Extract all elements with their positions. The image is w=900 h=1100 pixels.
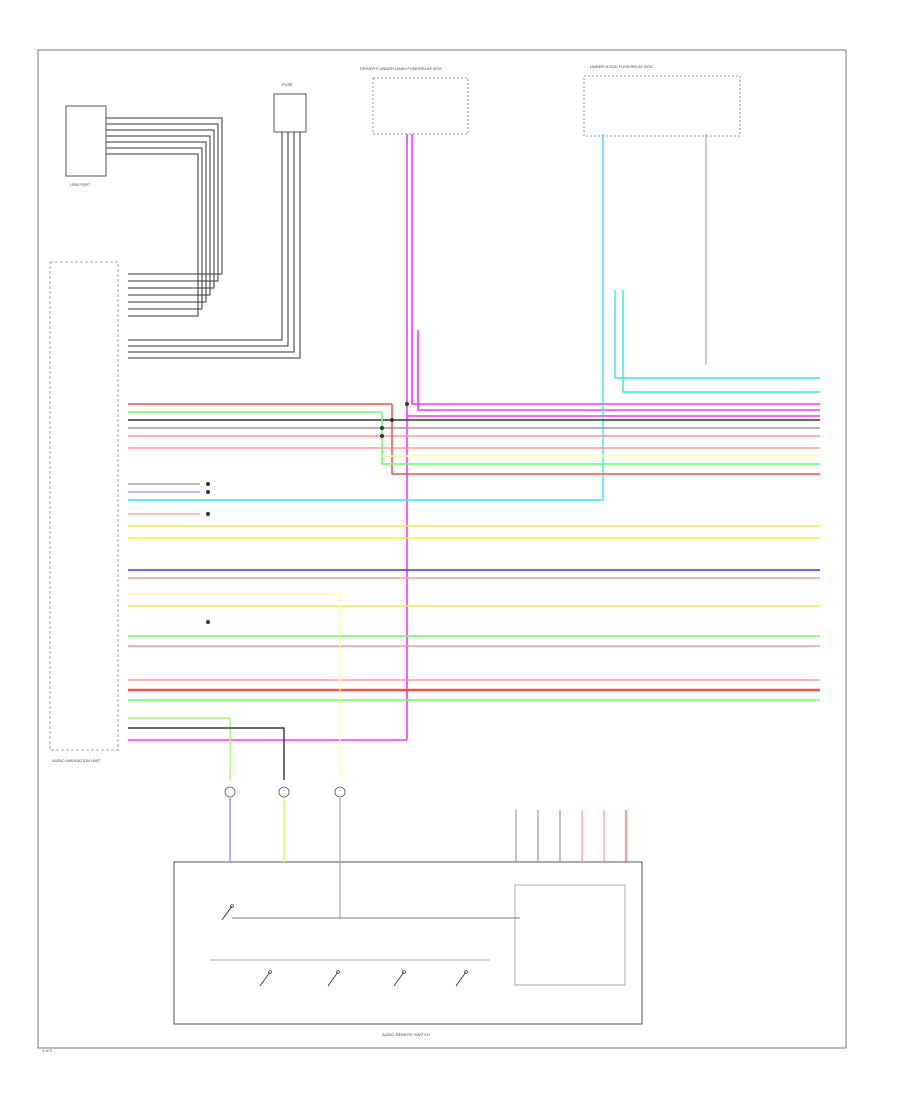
pink-rail	[417, 330, 820, 411]
switch-contact	[221, 905, 233, 921]
connector	[278, 786, 290, 798]
usb-wire	[106, 135, 211, 296]
fuse-box	[273, 93, 307, 133]
fuse-wire	[128, 132, 289, 347]
remote-wire	[128, 727, 285, 780]
usb-wire	[106, 147, 203, 310]
switch-contact	[327, 971, 339, 987]
usb-wire	[106, 117, 223, 275]
junction-dot	[380, 426, 384, 430]
wires	[106, 117, 820, 961]
signal-wire	[391, 404, 820, 475]
fuse-wire	[128, 132, 283, 341]
usb-wire	[106, 129, 215, 289]
junction-dot	[380, 434, 384, 438]
switches	[221, 904, 468, 987]
fuse-wire	[128, 132, 295, 353]
underhood-fuse-box	[583, 75, 741, 137]
connector	[334, 786, 346, 798]
switch-terminal	[402, 970, 406, 974]
cyan-wire	[614, 290, 820, 379]
switch-terminal	[230, 904, 234, 908]
driver-fuse-label: DRIVER'S UNDER-DASH FUSE/RELAY BOX	[360, 66, 442, 71]
junction-dot	[390, 418, 394, 422]
usb-port-label: USB PORT	[70, 182, 91, 187]
ground-dot	[206, 490, 210, 494]
fuse-wire	[128, 132, 301, 359]
remote-switch-label: AUDIO REMOTE SWITCH	[382, 1032, 430, 1037]
usb-port-box	[65, 105, 107, 177]
usb-wire	[106, 141, 207, 303]
page-border	[37, 49, 847, 1049]
switch-contact	[259, 971, 271, 987]
switch-contact	[393, 971, 405, 987]
remote-switch-frame	[173, 861, 643, 1025]
usb-wire	[106, 123, 219, 282]
ground-dot	[206, 620, 210, 624]
audio-unit-frame	[49, 261, 119, 751]
junction-dot	[405, 402, 409, 406]
ground-dot	[206, 512, 210, 516]
underhood-fuse-label: UNDER-HOOD FUSE/RELAY BOX	[590, 64, 653, 69]
driver-fuse-box	[372, 77, 469, 135]
remote-wire	[128, 717, 231, 780]
usb-wire	[106, 153, 199, 317]
cyan-wire	[622, 290, 820, 393]
connector	[224, 786, 236, 798]
pink-rail	[411, 400, 820, 405]
fuse-label: FUSE	[282, 82, 293, 87]
audio-unit-label: AUDIO NAVIGATION UNIT	[52, 758, 101, 763]
switch-terminal	[336, 970, 340, 974]
page-id: 1 of 2	[42, 1048, 53, 1053]
switch-terminal	[464, 970, 468, 974]
switch-terminal	[268, 970, 272, 974]
ground-dot	[206, 482, 210, 486]
switch-contact	[455, 971, 467, 987]
remote-switch-inner	[514, 884, 626, 986]
